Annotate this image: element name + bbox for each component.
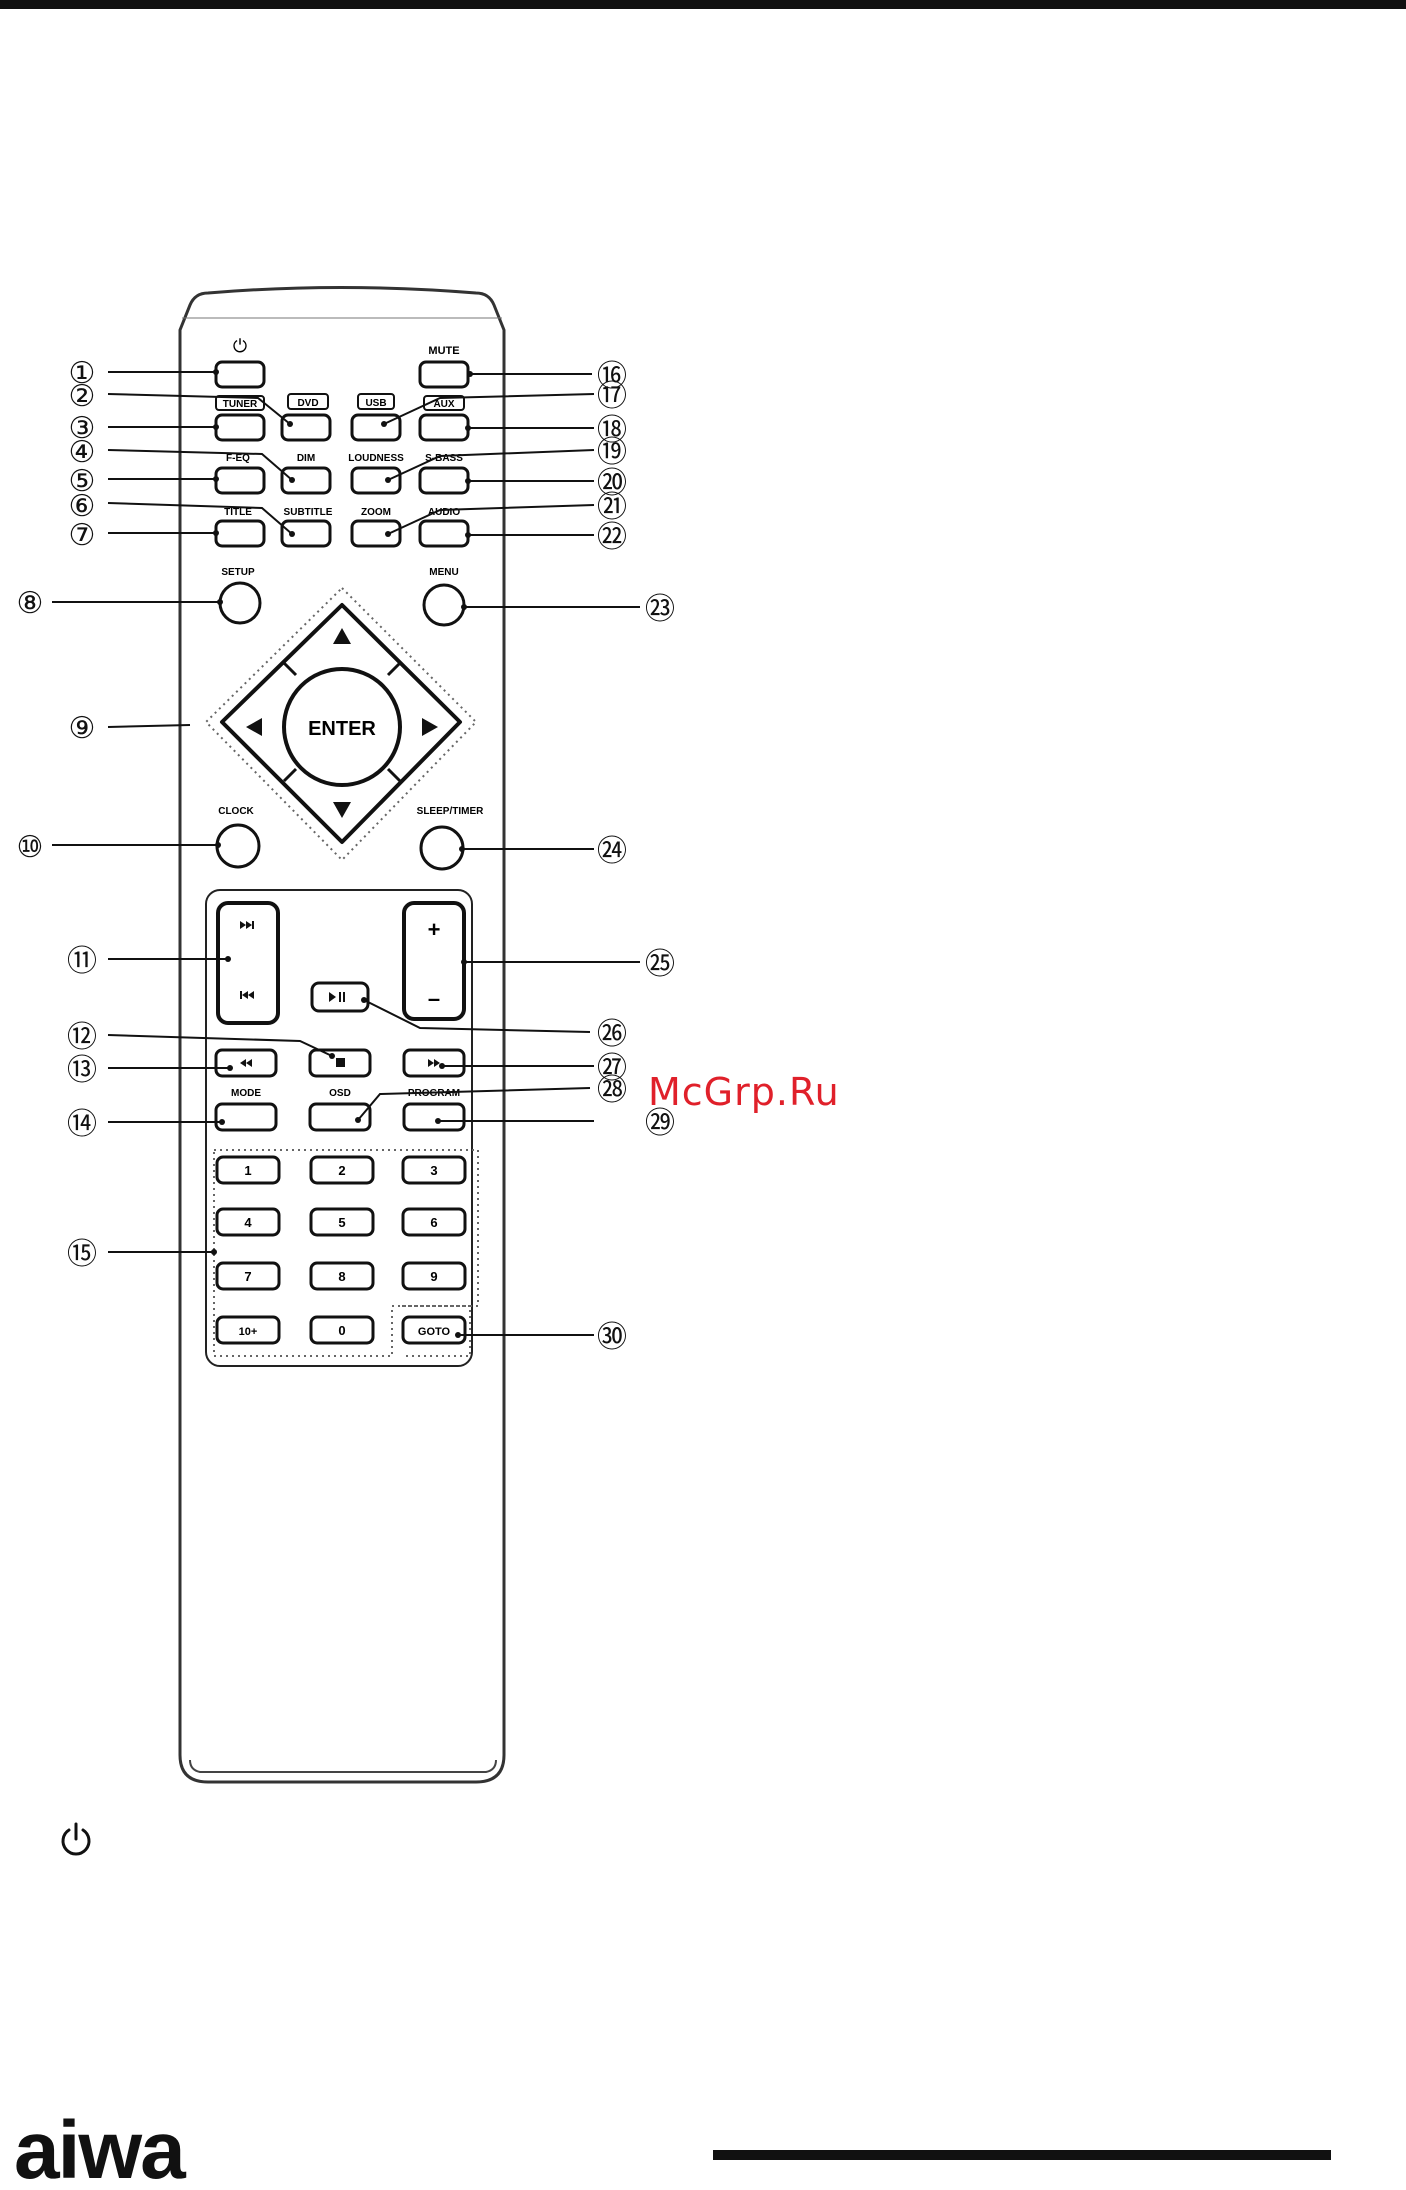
key-1-label: 1 <box>244 1163 251 1178</box>
key-10-plus-button[interactable]: 10+ <box>217 1317 279 1343</box>
callout-30: ㉚ <box>597 1320 627 1355</box>
callout-14: ⑭ <box>67 1107 97 1142</box>
key-3-button[interactable]: 3 <box>403 1157 465 1183</box>
setup-button[interactable] <box>220 583 260 623</box>
key-9-button[interactable]: 9 <box>403 1263 465 1289</box>
tuner-label: TUNER <box>223 399 258 410</box>
callout-lines <box>52 372 640 1335</box>
subtitle-label: SUBTITLE <box>284 507 333 518</box>
enter-button[interactable]: ENTER <box>284 669 400 785</box>
power-icon-legend <box>56 1820 96 1860</box>
osd-label: OSD <box>329 1088 351 1099</box>
callout-8: ⑧ <box>17 586 44 621</box>
key-goto-button[interactable]: GOTO <box>403 1317 465 1343</box>
key-8-label: 8 <box>338 1269 345 1284</box>
usb-label: USB <box>365 398 386 409</box>
key-10-plus-label: 10+ <box>239 1326 258 1338</box>
key-3-label: 3 <box>430 1163 437 1178</box>
mute-label: MUTE <box>428 345 459 357</box>
key-4-label: 4 <box>244 1215 252 1230</box>
program-button[interactable] <box>404 1104 464 1130</box>
key-5-label: 5 <box>338 1215 345 1230</box>
key-9-label: 9 <box>430 1269 437 1284</box>
callout-2: ② <box>69 379 96 414</box>
power-button[interactable] <box>216 362 264 387</box>
callout-26: ㉖ <box>597 1017 627 1052</box>
callout-19: ⑲ <box>597 435 627 470</box>
callout-23: ㉓ <box>645 592 675 627</box>
dim-label: DIM <box>297 453 315 464</box>
key-0-label: 0 <box>338 1323 345 1338</box>
callout-25: ㉕ <box>645 947 675 982</box>
callout-11: ⑪ <box>67 944 97 979</box>
volume-plus-label: + <box>428 917 441 942</box>
aux-button[interactable] <box>420 415 468 440</box>
feq-label: F-EQ <box>226 453 250 464</box>
key-goto-label: GOTO <box>418 1326 451 1338</box>
mute-button[interactable] <box>420 362 468 387</box>
skip-rocker-button[interactable] <box>218 903 278 1023</box>
aiwa-logo: aiwa <box>14 2118 364 2190</box>
sbass-button[interactable] <box>420 468 468 493</box>
key-2-button[interactable]: 2 <box>311 1157 373 1183</box>
key-0-button[interactable]: 0 <box>311 1317 373 1343</box>
loudness-button[interactable] <box>352 468 400 493</box>
stop-icon <box>336 1058 345 1067</box>
key-6-button[interactable]: 6 <box>403 1209 465 1235</box>
watermark: McGrp.Ru <box>648 1070 840 1114</box>
zoom-button[interactable] <box>352 521 400 546</box>
menu-button[interactable] <box>424 585 464 625</box>
callout-9: ⑨ <box>69 711 96 746</box>
menu-label: MENU <box>429 567 458 578</box>
clock-button[interactable] <box>217 825 259 867</box>
sleep-timer-label: SLEEP/TIMER <box>417 806 484 817</box>
key-7-button[interactable]: 7 <box>217 1263 279 1289</box>
bottom-rule <box>713 2150 1331 2160</box>
zoom-label: ZOOM <box>361 507 391 518</box>
key-2-label: 2 <box>338 1163 345 1178</box>
callout-15: ⑮ <box>67 1237 97 1272</box>
callout-12: ⑫ <box>67 1020 97 1055</box>
setup-label: SETUP <box>221 567 255 578</box>
mode-label: MODE <box>231 1088 261 1099</box>
title-label: TITLE <box>224 507 252 518</box>
callout-10: ⑩ <box>17 830 44 865</box>
callout-7: ⑦ <box>69 518 96 553</box>
volume-minus-label: – <box>428 986 440 1011</box>
usb-button[interactable] <box>352 415 400 440</box>
callout-28: ㉘ <box>597 1073 627 1108</box>
power-icon: ⏻ <box>233 336 247 357</box>
key-1-button[interactable]: 1 <box>217 1157 279 1183</box>
callout-22: ㉒ <box>597 520 627 555</box>
audio-button[interactable] <box>420 521 468 546</box>
callout-17: ⑰ <box>597 379 627 414</box>
key-7-label: 7 <box>244 1269 251 1284</box>
enter-label: ENTER <box>308 718 376 740</box>
dvd-button[interactable] <box>282 415 330 440</box>
keypad: 1 2 3 4 5 6 7 8 9 10+ 0 GOTO <box>217 1157 465 1343</box>
dvd-label: DVD <box>297 398 318 409</box>
key-8-button[interactable]: 8 <box>311 1263 373 1289</box>
key-5-button[interactable]: 5 <box>311 1209 373 1235</box>
callout-24: ㉔ <box>597 834 627 869</box>
title-button[interactable] <box>216 521 264 546</box>
feq-button[interactable] <box>216 468 264 493</box>
loudness-label: LOUDNESS <box>348 453 404 464</box>
key-4-button[interactable]: 4 <box>217 1209 279 1235</box>
mode-button[interactable] <box>216 1104 276 1130</box>
tuner-button[interactable] <box>216 415 264 440</box>
clock-label: CLOCK <box>218 806 254 817</box>
callout-13: ⑬ <box>67 1053 97 1088</box>
key-6-label: 6 <box>430 1215 437 1230</box>
sleep-timer-button[interactable] <box>421 827 463 869</box>
svg-text:aiwa: aiwa <box>14 2118 187 2190</box>
